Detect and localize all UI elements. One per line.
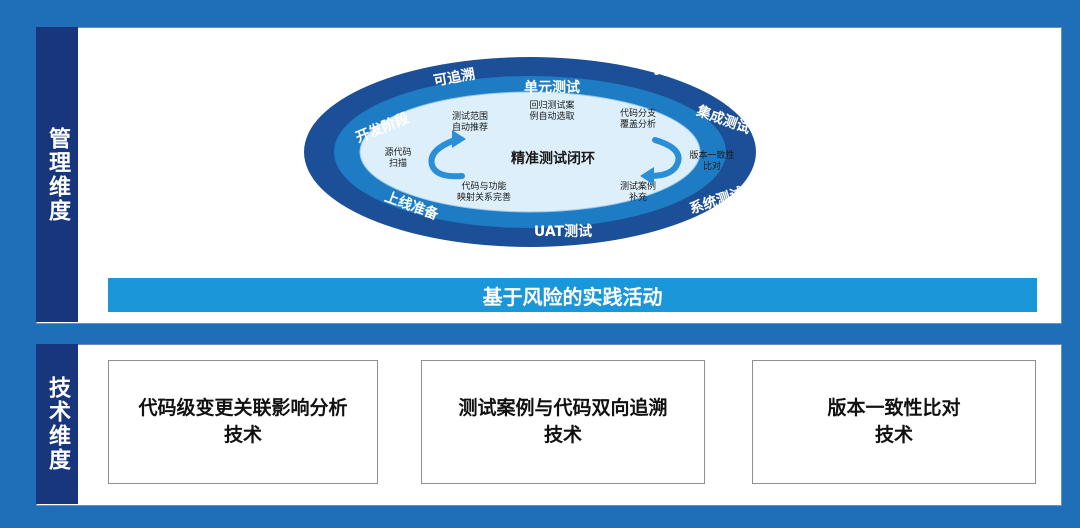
source-line2: 扫描 [389, 157, 407, 169]
tech-box-1-line2: 技术 [223, 424, 262, 446]
tech-box-2-line1: 测试案例与代码双向追溯 [458, 397, 668, 419]
mapping-line2: 映射关系完善 [457, 191, 511, 203]
label-unit-test: 单元测试 [524, 79, 580, 96]
mapping-line1: 代码与功能 [461, 180, 506, 192]
branch-line2: 覆盖分析 [620, 118, 656, 130]
cycle-arrow-left-head-icon [452, 130, 466, 148]
version-line2: 比对 [703, 160, 721, 172]
tech-box-bidirectional-trace: 测试案例与代码双向追溯技术 [421, 360, 705, 484]
version-line1: 版本一致性 [689, 149, 734, 161]
scope-line1: 测试范围 [452, 110, 488, 122]
scope-line2: 自动推荐 [452, 121, 488, 133]
cycle-arrow-right-icon [647, 137, 682, 179]
case-line1: 测试案例 [620, 180, 656, 192]
source-line1: 源代码 [384, 147, 411, 158]
loop-inner-core [359, 91, 701, 213]
case-line2: 补充 [629, 191, 647, 203]
tech-box-version-consistency: 版本一致性比对技术 [752, 360, 1036, 484]
tech-box-3-line2: 技术 [874, 424, 913, 446]
technical-dimension-label: 技术维度 [36, 344, 78, 504]
cycle-arrow-right-head-icon [640, 167, 654, 185]
branch-line1: 代码分支 [620, 107, 656, 119]
tech-box-3-line1: 版本一致性比对 [827, 397, 961, 419]
tech-box-2-line2: 技术 [543, 424, 582, 446]
management-dimension-label: 管理维度 [36, 27, 78, 322]
risk-based-practice-bar: 基于风险的实践活动 [108, 278, 1037, 312]
tech-box-1-line1: 代码级变更关联影响分析 [138, 397, 348, 419]
label-uat-test: UAT测试 [534, 223, 592, 240]
label-manageable: 可管理 [647, 59, 691, 82]
tech-box-impact-analysis: 代码级变更关联影响分析技术 [108, 360, 378, 484]
cycle-arrow-left-icon [428, 137, 465, 180]
regression-line1: 回归测试案 [529, 99, 574, 111]
regression-line2: 例自动选取 [529, 110, 574, 122]
loop-center-title: 精准测试闭环 [511, 150, 595, 167]
